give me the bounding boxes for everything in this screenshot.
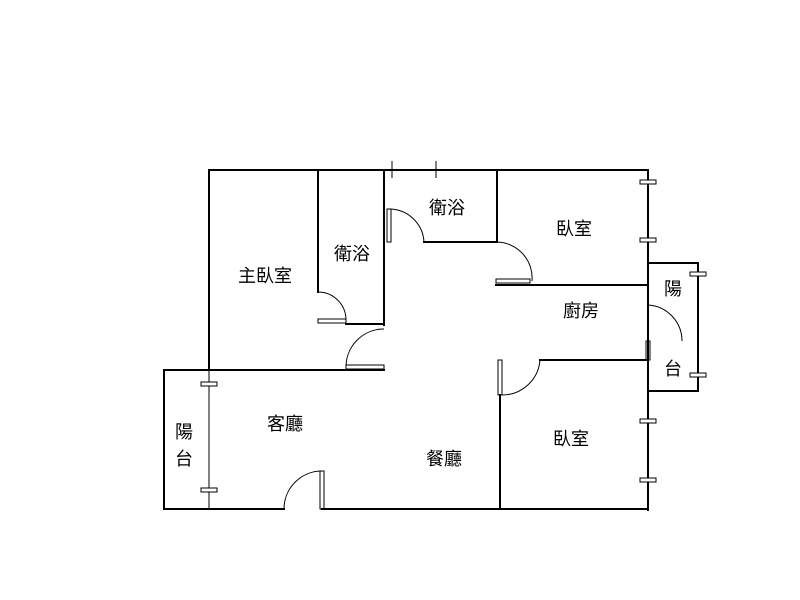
room-label-balcony-left-2: 台 xyxy=(175,449,193,470)
room-label-bath-left: 衛浴 xyxy=(334,244,370,265)
room-label-bedroom-top: 臥室 xyxy=(556,219,592,240)
room-label-bath-top: 衛浴 xyxy=(429,198,465,219)
door-bedroom-top xyxy=(495,241,533,284)
door-entrance xyxy=(283,470,325,510)
room-label-kitchen: 廚房 xyxy=(563,300,599,322)
room-label-balcony-right-1: 陽 xyxy=(664,279,682,300)
door-kitchen-balcony xyxy=(645,304,683,361)
room-label-balcony-right-2: 台 xyxy=(664,359,682,380)
room-label-master-bedroom: 主臥室 xyxy=(238,266,292,287)
room-label-bedroom-bottom: 臥室 xyxy=(553,429,589,450)
windows xyxy=(200,161,707,493)
room-label-dining-room: 餐廳 xyxy=(426,449,462,470)
doors xyxy=(283,208,683,510)
door-bath-top xyxy=(386,208,425,243)
door-master-bedroom xyxy=(345,328,385,370)
room-label-balcony-left-1: 陽 xyxy=(175,422,193,443)
door-bedroom-bottom xyxy=(497,359,541,396)
room-label-living-room: 客廳 xyxy=(267,414,303,435)
walls xyxy=(163,169,699,511)
door-bath-left xyxy=(317,291,347,324)
room-labels: 主臥室 衛浴 衛浴 臥室 廚房 陽 台 客廳 餐廳 臥室 陽 台 xyxy=(175,198,682,470)
